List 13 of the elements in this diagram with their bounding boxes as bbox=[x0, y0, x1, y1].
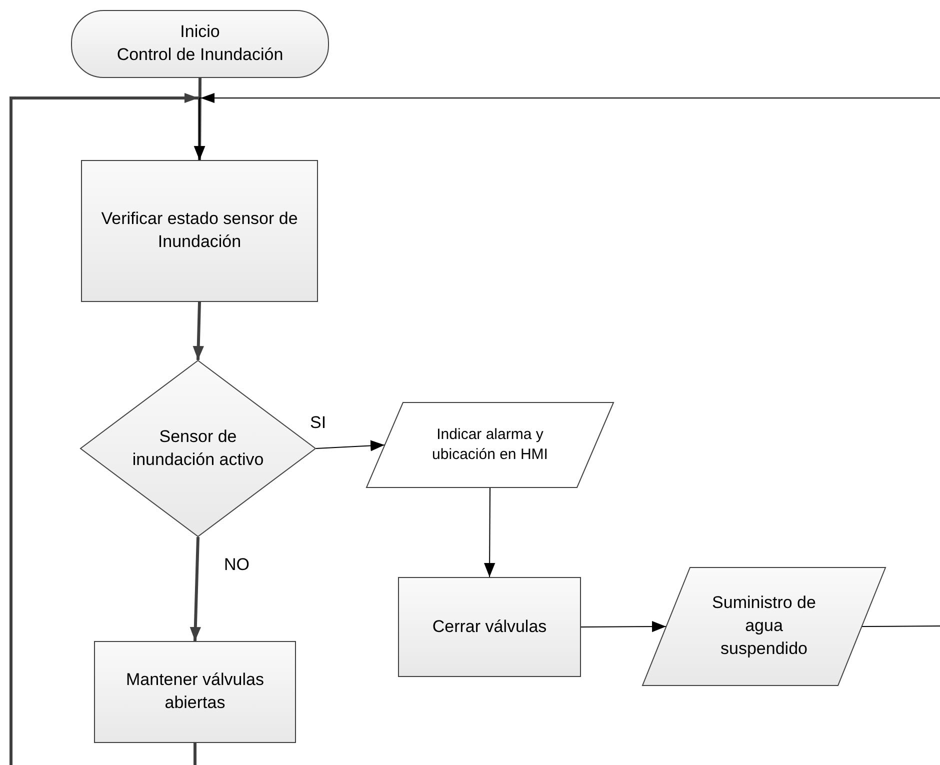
node-text: Control de Inundación bbox=[116, 44, 284, 66]
node-text: Verificar estado sensor de Inundación bbox=[100, 208, 299, 253]
node-text: Cerrar válvulas bbox=[432, 616, 547, 638]
node-text: Inicio bbox=[180, 21, 220, 44]
node-text: Suministro de agua suspendido bbox=[711, 592, 817, 660]
node-text: Mantener válvulas abiertas bbox=[125, 669, 265, 714]
process-box bbox=[81, 160, 318, 302]
data-parallelogram bbox=[642, 567, 886, 686]
node-text: Indicar alarma y ubicación en HMI bbox=[431, 424, 549, 465]
node-text: Sensor de inundación activo bbox=[131, 426, 265, 470]
process-box bbox=[398, 577, 581, 677]
data-parallelogram bbox=[366, 402, 614, 488]
process-box bbox=[94, 641, 296, 743]
